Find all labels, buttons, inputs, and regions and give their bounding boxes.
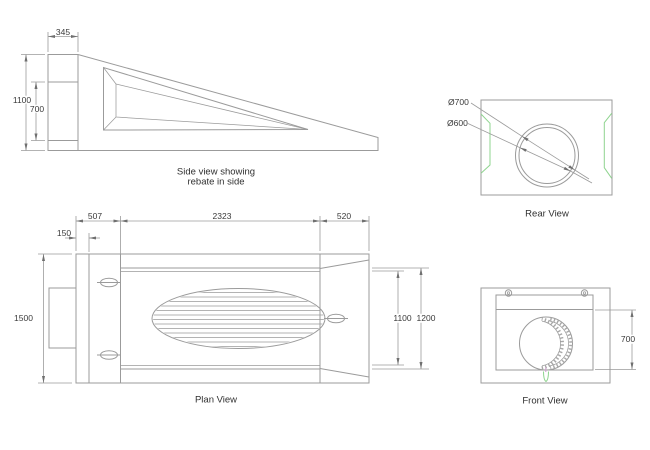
side-rebate-dim-label: 700 bbox=[28, 103, 46, 114]
side-view-caption-line1: Side view showing bbox=[176, 165, 256, 177]
plan-wingwall-splays bbox=[319, 259, 370, 378]
front-base-rect bbox=[480, 287, 611, 384]
front-pipe-inner-arc-left bbox=[541, 320, 561, 367]
side-rebate-rect bbox=[47, 81, 79, 141]
front-opening-height-label: 700 bbox=[619, 333, 637, 344]
side-view-caption-line2: rebate in side bbox=[187, 175, 245, 187]
plan-view-drawing bbox=[38, 216, 429, 384]
plan-invert-hatching bbox=[153, 292, 324, 347]
front-lifting-socket-left bbox=[504, 289, 513, 297]
rear-pipe-inner-circle bbox=[518, 127, 576, 184]
front-invert-green-mark bbox=[543, 371, 549, 383]
rear-view-caption: Rear View bbox=[525, 208, 569, 220]
side-view-drawing bbox=[21, 32, 379, 151]
front-pipe-hatch-left bbox=[541, 317, 564, 370]
side-outline bbox=[47, 54, 379, 151]
dia700-leader bbox=[470, 102, 590, 180]
side-rebate-chamfers bbox=[103, 67, 117, 131]
rear-pipe-outer-circle bbox=[515, 123, 579, 188]
front-face-rect bbox=[495, 294, 594, 371]
front-view-drawing bbox=[480, 287, 636, 384]
plan-opening-width-label: 1100 bbox=[392, 312, 413, 323]
side-height-dim-label: 1100 bbox=[11, 94, 33, 105]
front-lifting-socket-right bbox=[580, 289, 589, 297]
plan-invert-ellipse bbox=[151, 288, 326, 349]
side-top-width-dim-label: 345 bbox=[55, 26, 71, 37]
side-rebate-triangle-inner bbox=[115, 83, 309, 130]
plan-toe-dim-label: 520 bbox=[336, 210, 352, 221]
plan-wall-dim-label: 150 bbox=[56, 227, 72, 238]
side-rebate-triangle-outer bbox=[103, 66, 309, 131]
plan-channel-inner-faces bbox=[120, 271, 320, 366]
plan-overall-width-label: 1500 bbox=[14, 312, 33, 323]
plan-view-caption: Plan View bbox=[194, 393, 238, 405]
front-pipe-inner-arc-right bbox=[549, 320, 569, 367]
plan-back-dim-label: 507 bbox=[87, 210, 103, 221]
rear-rebate-left-highlight bbox=[480, 113, 491, 174]
plan-lifting-anchor-right bbox=[324, 313, 348, 324]
rear-inner-diameter-label: Ø600 bbox=[447, 117, 468, 128]
plan-channel-walls bbox=[120, 267, 320, 370]
plan-lifting-anchor-top-left bbox=[97, 277, 121, 288]
rear-outer-diameter-label: Ø700 bbox=[448, 96, 469, 107]
plan-body-dim-label: 2323 bbox=[212, 210, 232, 221]
plan-lifting-anchor-bottom-left bbox=[97, 350, 121, 360]
rear-view-drawing bbox=[467, 99, 613, 196]
front-view-caption: Front View bbox=[522, 394, 568, 406]
rear-body-rect bbox=[480, 99, 613, 196]
plan-rebate-spigot-rect bbox=[48, 287, 77, 349]
dia600-leader bbox=[467, 123, 593, 184]
rear-rebate-right-highlight bbox=[603, 112, 613, 179]
plan-outer-width-label: 1200 bbox=[415, 312, 437, 323]
